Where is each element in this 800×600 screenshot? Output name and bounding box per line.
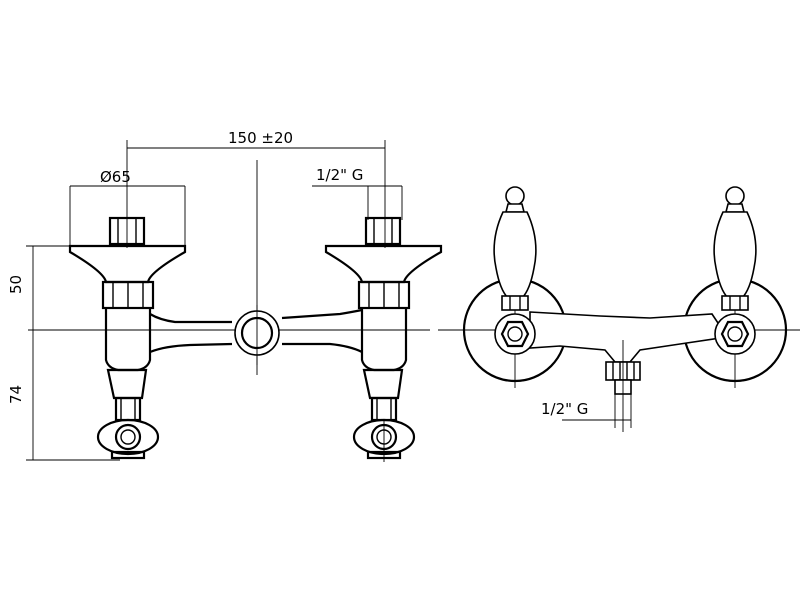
width-dimension: 150 ±20 xyxy=(126,129,386,248)
right-lever-side xyxy=(713,186,757,311)
diameter-dimension: Ø65 xyxy=(69,168,186,248)
outlet-fitting-side xyxy=(605,340,641,432)
front-view: 150 ±20 Ø65 1/2" G 50 74 xyxy=(7,129,443,462)
side-view: 1/2" G xyxy=(438,186,800,432)
height-upper-label: 50 xyxy=(7,275,25,294)
left-valve-front xyxy=(68,216,187,460)
height-lower-label: 74 xyxy=(7,385,25,404)
height-dimensions: 50 74 xyxy=(7,245,120,461)
thread-label-front: 1/2" G xyxy=(316,166,363,184)
diameter-label: Ø65 xyxy=(100,168,131,186)
thread-dimension-side: 1/2" G xyxy=(541,394,632,428)
thread-label-side: 1/2" G xyxy=(541,400,588,418)
left-lever-side xyxy=(493,186,537,311)
right-valve-front xyxy=(324,216,443,462)
width-label: 150 ±20 xyxy=(228,129,293,147)
thread-dimension-front: 1/2" G xyxy=(312,166,403,220)
cross-bar-front xyxy=(149,305,363,365)
body-bar-side xyxy=(494,311,756,363)
